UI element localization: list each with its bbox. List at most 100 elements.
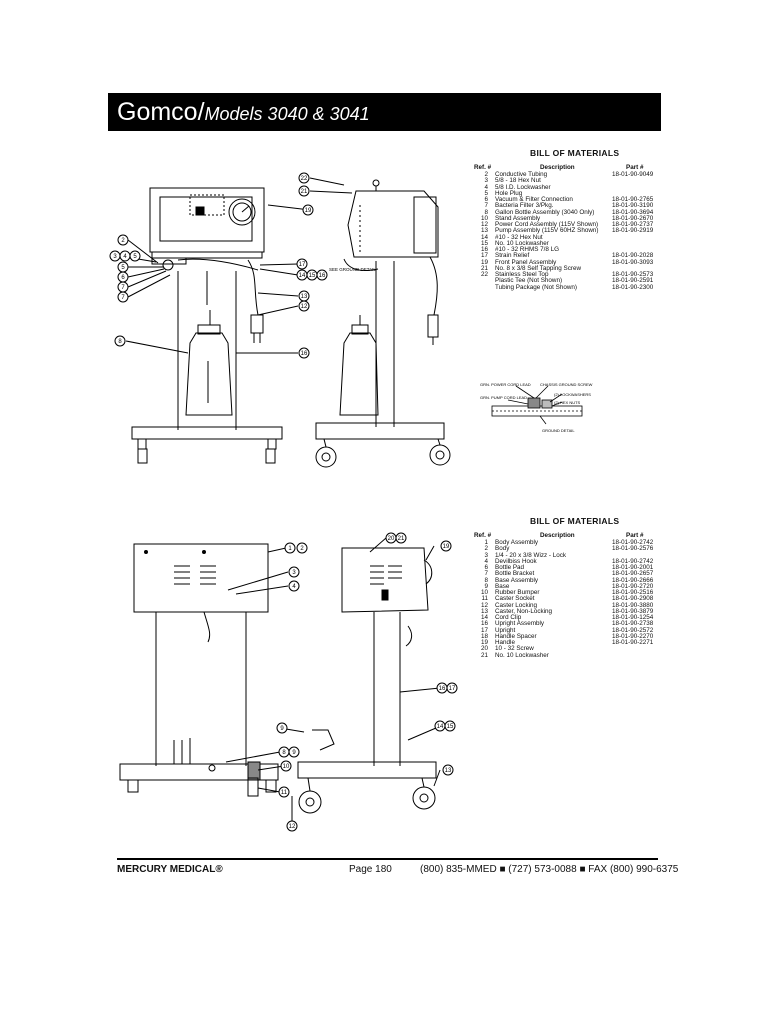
bom-part-number: 18-01-90-2670 — [612, 214, 654, 222]
bom-description: Stand Assembly — [495, 214, 541, 222]
bom-part-number: 18-01-90-9049 — [612, 171, 654, 178]
see-ground-detail-label: SEE GROUND DETAIL — [329, 267, 376, 272]
bom-row: Plastic Tee (Not Shown)18-01-90-2591 — [474, 277, 674, 284]
bom-description: Bacteria Filter 3/Pkg. — [495, 202, 554, 210]
callout-b-2: 2 — [300, 546, 304, 552]
bom-description: No. 10 Lockwasher — [495, 239, 549, 247]
bom-description: Rubber Bumper — [495, 589, 540, 596]
bom-part-number: 18-01-90-2573 — [612, 271, 654, 278]
label-ground-detail: GROUND DETAIL — [542, 428, 575, 433]
bom-ref: 16 — [480, 246, 488, 253]
callout-7: 7 — [121, 285, 125, 291]
bom-description: Body — [495, 545, 510, 553]
callout-17: 17 — [299, 262, 306, 268]
footer-rule — [117, 858, 658, 860]
label-lockwashers: (2) LOCKWASHERS — [554, 392, 591, 397]
bom-ref: 22 — [480, 271, 488, 278]
bom-description: Devilbiss Hook — [495, 557, 537, 565]
bom-title-2: BILL OF MATERIALS — [530, 516, 620, 526]
bom-ref: 7 — [484, 202, 488, 210]
bom-ref: 11 — [481, 595, 488, 603]
bom-ref: 2 — [484, 171, 488, 178]
bom-part-number: 18-01-90-2572 — [612, 626, 654, 634]
callout-b-17: 17 — [449, 686, 456, 692]
footer-company: MERCURY MEDICAL® — [117, 864, 223, 875]
callout-b-14: 14 — [437, 724, 444, 730]
callout-b-15: 15 — [447, 724, 454, 730]
callout-bubbles-bottom — [276, 532, 458, 832]
bom-description: Handle Spacer — [495, 632, 537, 640]
bom-description: #10 - 32 RHMS 7/8 LG — [495, 246, 560, 253]
callout-b-4: 4 — [292, 584, 296, 590]
callout-5a: 5 — [133, 254, 137, 260]
assembly-drawing-bottom: 1 2 3 4 20 21 19 9 8 9 10 11 12 16 17 14… — [119, 532, 458, 832]
bom-part-number: 18-01-90-3880 — [612, 601, 654, 609]
callout-b-13: 13 — [445, 768, 452, 774]
callout-2: 2 — [121, 238, 125, 244]
bom-description: Cord Clip — [495, 614, 522, 621]
bom-ref: 4 — [484, 183, 488, 191]
bom-description: Pump Assembly (115V 60HZ Shown) — [495, 227, 599, 235]
bom-ref: 17 — [480, 626, 488, 634]
callout-4: 4 — [123, 254, 127, 260]
bom-description: Vacuum & Filter Connection — [495, 196, 573, 203]
bom-part-number: 18-01-90-2666 — [612, 576, 654, 584]
callout-b-9: 9 — [280, 726, 284, 732]
callout-7b: 7 — [121, 295, 125, 301]
bom-part-number: 18-01-90-3879 — [612, 607, 654, 615]
bom-ref: 6 — [484, 564, 488, 571]
bom-part-number: 18-01-90-2028 — [612, 252, 654, 260]
bom-part-number: 18-01-90-2271 — [612, 639, 654, 646]
bom-description: Upright Assembly — [495, 620, 544, 628]
bom-row: 4 5/8 I.D. Lockwasher — [474, 183, 674, 191]
bom-ref: 7 — [484, 570, 488, 578]
bom-row: Tubing Package (Not Shown)18-01-90-2300 — [474, 283, 674, 291]
bom-description: 5/8 I.D. Lockwasher — [495, 183, 551, 191]
callout-5: 5 — [121, 265, 125, 271]
callout-b-1: 1 — [288, 546, 292, 552]
bom-description: Caster Locking — [495, 601, 537, 609]
bom-description: Front Panel Assembly — [495, 258, 557, 266]
bom-row: 14#10 - 32 Hex Nut — [474, 233, 674, 241]
bom-ref: 5 — [484, 189, 488, 197]
bom-ref: 2 — [484, 545, 488, 553]
bom-description: Base — [495, 582, 510, 590]
bom-description: #10 - 32 Hex Nut — [495, 233, 543, 241]
bom-ref: 21 — [480, 264, 488, 272]
bom-ref: 8 — [484, 208, 488, 216]
bom-ref: 21 — [480, 651, 488, 659]
bom-description: Strain Relief — [495, 252, 530, 260]
bom-part-number: 18-01-90-2516 — [612, 589, 654, 596]
bom-part-number: 18-01-90-2742 — [612, 539, 654, 546]
callout-b-11: 11 — [281, 790, 288, 796]
bom-description: No. 8 x 3/8 Self Tapping Screw — [495, 264, 581, 272]
bom-ref: 12 — [480, 221, 488, 228]
bom-description: Tubing Package (Not Shown) — [495, 283, 578, 291]
bom-ref: 15 — [480, 239, 488, 247]
bom-ref: 16 — [480, 620, 488, 628]
bom-part-number: 18-01-90-3093 — [612, 258, 654, 266]
column-ref-2: Ref. # — [474, 532, 492, 539]
callout-19: 19 — [305, 208, 312, 214]
callout-b-16: 16 — [439, 686, 446, 692]
side-vents — [370, 565, 402, 585]
bom-ref: 10 — [480, 589, 488, 596]
bom-part-number: 18-01-90-2738 — [612, 620, 654, 628]
callout-6: 6 — [121, 275, 125, 281]
